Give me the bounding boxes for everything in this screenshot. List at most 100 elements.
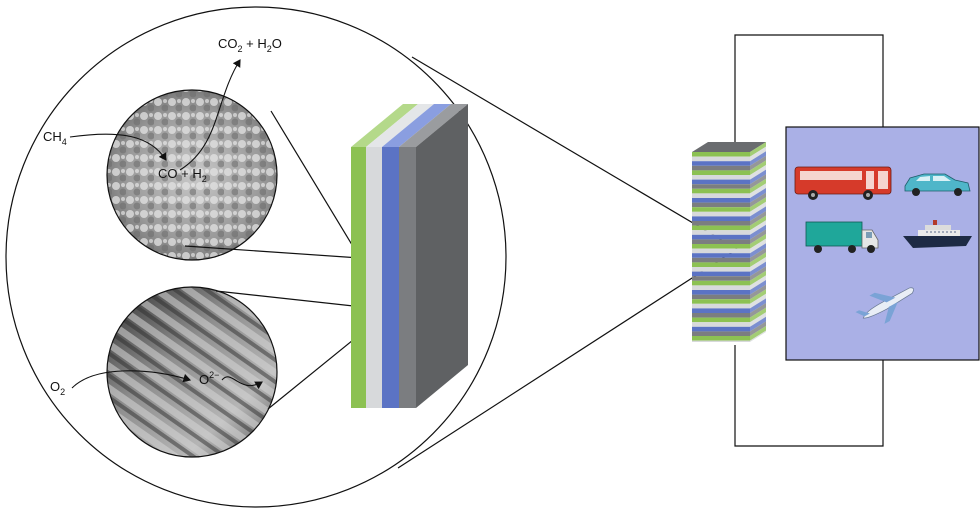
stack-layer-side — [750, 289, 766, 304]
ch4-arrow — [69, 133, 167, 161]
stack-top-face — [692, 142, 766, 152]
stack-layer-side — [750, 234, 766, 249]
stack-layer-side — [750, 197, 766, 212]
zoom-lines-large — [397, 56, 738, 469]
stack-layer-side — [750, 270, 766, 286]
stack-layer — [692, 165, 750, 171]
stack-layer-side — [750, 298, 766, 313]
stack-layer — [692, 253, 750, 258]
fuel-cell-stack — [692, 142, 766, 342]
stack-layer-side — [750, 326, 766, 341]
co2-arrow — [179, 59, 241, 171]
stack-layer-side — [750, 151, 766, 166]
stack-layer-side — [750, 174, 766, 189]
stack-layer — [692, 211, 750, 217]
label-oxide-ion: O2− — [199, 370, 219, 387]
stack-layer — [692, 188, 750, 194]
stack-layer — [692, 175, 750, 180]
stack-layer-side — [750, 257, 766, 272]
stack-layer-side — [750, 215, 766, 231]
stack-layer — [692, 179, 750, 185]
stack-layer — [692, 340, 750, 342]
stack-layer — [692, 271, 750, 277]
stack-layer — [692, 221, 750, 226]
truck-icon — [805, 221, 879, 253]
stack-layer-side — [750, 201, 766, 217]
stack-layer — [692, 308, 750, 313]
stack-layer-side — [750, 155, 766, 171]
stack-layer-side — [750, 280, 766, 295]
stack-layer-side — [750, 243, 766, 258]
stack-layer-side — [750, 303, 766, 318]
stack-layer-side — [750, 312, 766, 327]
stack-layer — [692, 239, 750, 244]
stack-layer — [692, 317, 750, 323]
stack-layer — [692, 299, 750, 304]
bus-icon — [794, 166, 892, 200]
stack-layer — [692, 202, 750, 208]
stack-layer — [692, 313, 750, 318]
stack-layer-side — [750, 224, 766, 240]
stack-layer-side — [750, 252, 766, 267]
stack-layer-side — [750, 142, 766, 157]
stack-layer — [692, 326, 750, 332]
stack-layer-side — [750, 160, 766, 175]
reaction-arrows — [69, 59, 263, 390]
stack-layer-side — [750, 146, 766, 162]
label-ch4: CH4 — [43, 129, 67, 147]
stack-layer — [692, 285, 750, 290]
stack-layer — [692, 161, 750, 166]
label-syngas: CO + H2 — [158, 166, 207, 184]
cathode-sem-image — [106, 286, 278, 458]
external-circuit — [734, 34, 884, 447]
car-icon — [904, 173, 971, 196]
stack-layer-side — [750, 188, 766, 203]
airplane-icon — [855, 287, 914, 324]
single-cell-layers — [351, 104, 468, 408]
stack-layer — [692, 225, 750, 231]
o2-arrow — [71, 370, 192, 389]
stack-layer-side — [750, 169, 766, 185]
stack-layer-side — [750, 183, 766, 198]
stack-layer — [692, 331, 750, 336]
stack-layer — [692, 294, 750, 300]
stack-layer-side — [750, 192, 766, 208]
stack-layer-side — [750, 247, 766, 263]
stack-layer-side — [750, 293, 766, 309]
stack-layer-side — [750, 321, 766, 336]
stack-layer — [692, 267, 750, 272]
stack-layer-side — [750, 307, 766, 323]
stack-layer — [692, 216, 750, 221]
stack-layer — [692, 257, 750, 263]
stack-layer-side — [750, 275, 766, 290]
stack-layer-side — [750, 238, 766, 254]
stack-layer — [692, 207, 750, 212]
stack-layer — [692, 322, 750, 327]
stack-layer — [692, 248, 750, 254]
stack-layer — [692, 262, 750, 267]
stack-layer — [692, 198, 750, 203]
stack-layer-side — [750, 211, 766, 226]
stack-layer — [692, 193, 750, 198]
stack-layer-side — [750, 266, 766, 281]
stack-layer-side — [750, 165, 766, 180]
ship-icon — [903, 220, 972, 248]
stack-layer — [692, 290, 750, 295]
stack-layer — [692, 170, 750, 175]
stack-layer-side — [750, 229, 766, 244]
stack-layer-side — [750, 178, 766, 194]
label-o2: O2 — [50, 379, 65, 397]
stack-layer-side — [750, 316, 766, 332]
stack-layer-side — [750, 220, 766, 235]
oxide-arrow — [221, 376, 263, 390]
stack-layer-side — [750, 261, 766, 277]
stack-layer — [692, 152, 750, 157]
stack-layer — [692, 276, 750, 281]
stack-layer-side — [750, 330, 766, 342]
stack-layer — [692, 230, 750, 235]
label-products: CO2 + H2O — [218, 36, 282, 54]
stack-layer — [692, 234, 750, 240]
stack-layer — [692, 184, 750, 189]
stack-layer — [692, 303, 750, 309]
